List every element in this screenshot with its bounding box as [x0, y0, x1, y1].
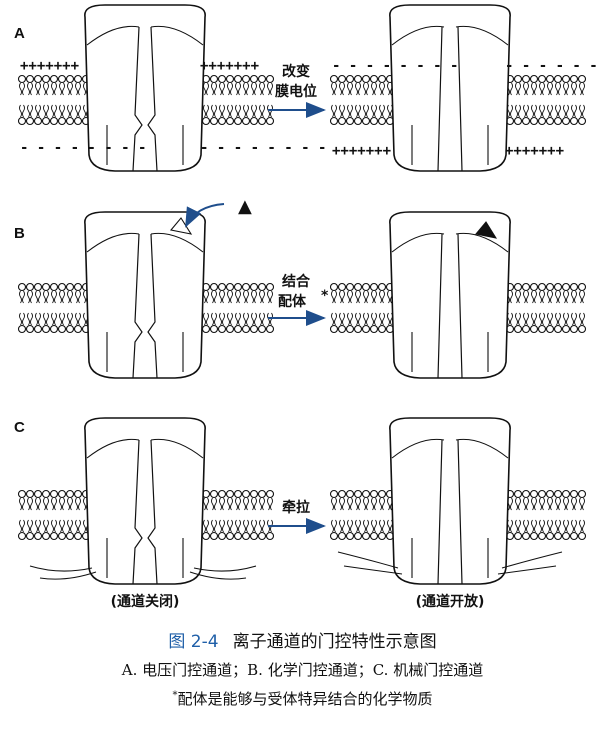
action-text-1: 牵拉 — [282, 499, 310, 516]
charge-minus-top-left: - - - - - - - - — [332, 58, 458, 74]
figure-number: 图 2-4 — [168, 632, 219, 652]
bound-ligand-icon — [475, 221, 498, 239]
channel-open — [389, 417, 511, 585]
channel-closed — [84, 211, 206, 379]
action-text-2: 膜电位 — [275, 83, 317, 100]
figure-footnote: *配体是能够与受体特异结合的化学物质 — [0, 688, 605, 709]
figure-legend: A. 电压门控通道；B. 化学门控通道；C. 机械门控通道 — [121, 661, 484, 679]
tether-filaments — [29, 565, 257, 580]
figure-caption-title: 图 2-4 离子通道的门控特性示意图 — [0, 627, 605, 652]
figure-title: 离子通道的门控特性示意图 — [232, 632, 437, 652]
ligand-arrow-icon — [185, 203, 225, 228]
channel-open — [389, 4, 511, 172]
charge-plus-bottom-left: +++++++ — [332, 143, 391, 159]
state-open-label: (通道开放) — [416, 593, 485, 610]
state-closed-label: (通道关闭) — [111, 593, 180, 610]
charge-minus-bottom-right: - - - - - - - - — [200, 140, 326, 156]
panel-b: B ▲ 结合 配体 * — [14, 196, 586, 379]
charge-minus-top-right: - - - - - - - - — [505, 58, 605, 74]
footnote-text: 配体是能够与受体特异结合的化学物质 — [177, 690, 433, 708]
tether-filaments-taut — [337, 551, 563, 575]
charge-plus-top-left: +++++++ — [20, 58, 79, 74]
channel-open — [389, 211, 511, 379]
channel-closed — [84, 417, 206, 585]
footnote-mark: * — [172, 690, 178, 701]
action-text-2: 配体 — [278, 293, 307, 310]
panel-label: A — [14, 25, 25, 42]
panel-c: C 牵拉 (通道关闭) (通道开放) — [14, 417, 586, 610]
action-text-1: 改变 — [282, 63, 310, 80]
charge-plus-top-right: +++++++ — [200, 58, 259, 74]
action-note-mark: * — [321, 288, 329, 304]
panel-a: A +++++++ +++++++ - - - - - - - - - - - … — [14, 4, 605, 172]
panel-label: B — [14, 225, 25, 242]
action-text-1: 结合 — [282, 273, 311, 290]
panel-label: C — [14, 419, 25, 436]
charge-minus-bottom-left: - - - - - - - - — [20, 140, 146, 156]
charge-plus-bottom-right: +++++++ — [505, 143, 564, 159]
ligand-icon: ▲ — [238, 196, 252, 217]
